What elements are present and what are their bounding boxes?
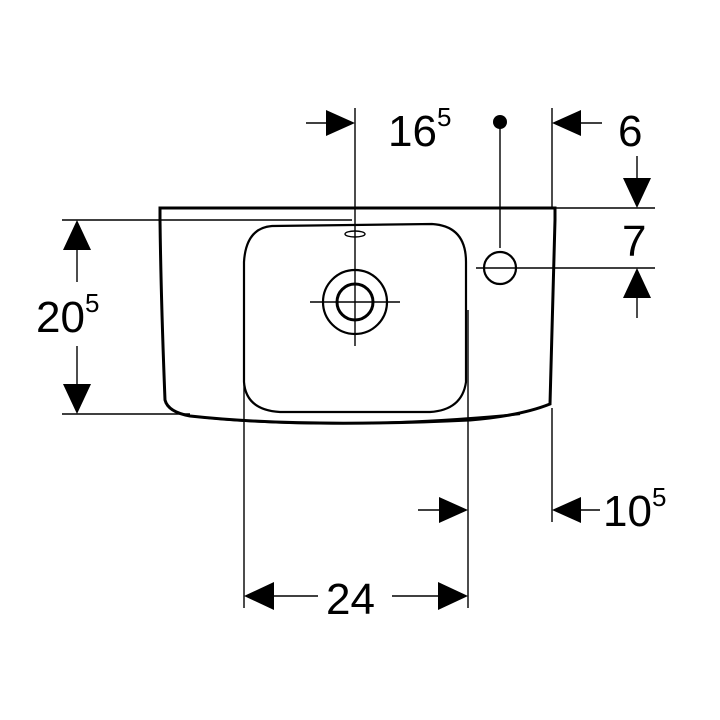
dim-arrows-left-height (63, 220, 91, 414)
dim-label-right-side: 7 (622, 217, 646, 266)
tap-centre-mark-icon (493, 115, 507, 129)
dim-arrows-right-side (623, 156, 651, 318)
basin-body (158, 206, 557, 425)
dim-label-top-left: 165 (388, 102, 451, 156)
dim-label-bottom-width: 24 (326, 575, 375, 624)
basin-lip (189, 412, 521, 425)
dim-label-bottom-right: 105 (603, 482, 666, 536)
extension-lines (62, 108, 655, 608)
dim-arrows-bottom-right (418, 497, 600, 523)
dim-arrow-top-left (306, 110, 355, 136)
inner-bowl (242, 222, 468, 414)
dim-arrows-bottom-width (244, 582, 468, 610)
tap-hole (476, 250, 534, 286)
basin-top-edge (158, 206, 557, 220)
drain (310, 258, 400, 346)
dim-label-top-right: 6 (618, 107, 642, 156)
dim-label-left-height: 205 (36, 288, 99, 342)
dim-arrow-top-right (552, 110, 602, 136)
basin-outer-contour (158, 219, 557, 425)
